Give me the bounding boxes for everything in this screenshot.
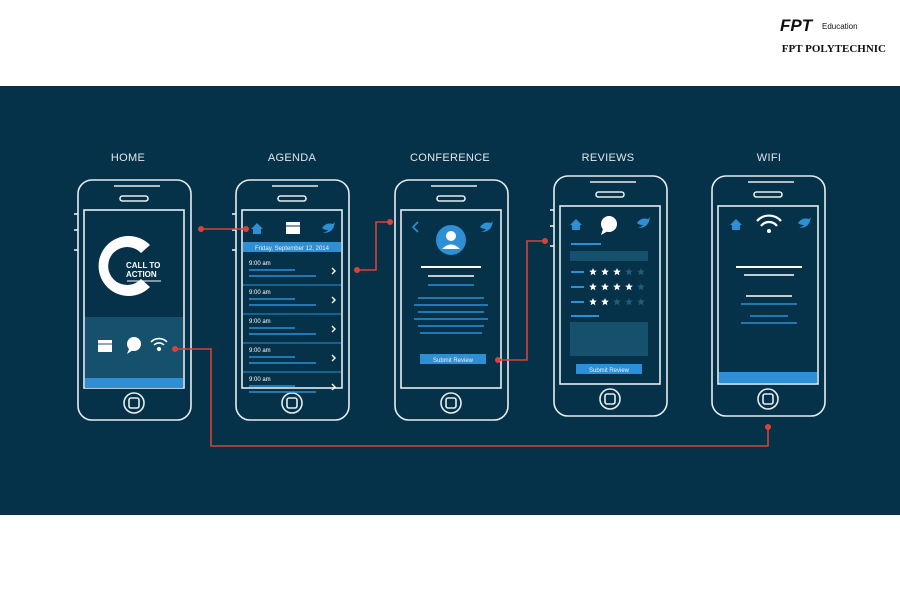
chevron-right-icon bbox=[331, 325, 336, 333]
phone-agenda bbox=[232, 179, 350, 421]
agenda-row[interactable]: 9:00 am bbox=[243, 348, 341, 373]
agenda-time: 9:00 am bbox=[249, 290, 271, 296]
reviews-submit-label: Submit Review bbox=[589, 368, 630, 374]
rating-row[interactable] bbox=[571, 283, 645, 291]
home-icon[interactable] bbox=[730, 219, 742, 230]
connector-home-wifi bbox=[175, 348, 769, 447]
flow-connectors bbox=[175, 221, 769, 447]
phone-home bbox=[74, 179, 192, 421]
chevron-right-icon bbox=[331, 267, 336, 275]
logo-text-line2: ACTION bbox=[126, 270, 157, 279]
logo-text-line1: CALL TO bbox=[126, 261, 160, 270]
screen-title-conference: CONFERENCE bbox=[409, 152, 490, 164]
agenda-row[interactable]: 9:00 am bbox=[243, 261, 341, 286]
call-to-action-logo-mark bbox=[98, 236, 150, 296]
calendar-icon[interactable] bbox=[286, 222, 300, 234]
chat-icon[interactable] bbox=[601, 216, 617, 235]
brand-block: FPT Education FPT POLYTECHNIC bbox=[756, 16, 886, 60]
phone-wifi bbox=[711, 175, 826, 417]
star-filled-icon[interactable] bbox=[589, 283, 597, 291]
screen-title-agenda: AGENDA bbox=[267, 152, 317, 164]
diagram-panel bbox=[0, 86, 900, 515]
agenda-row[interactable]: 9:00 am bbox=[243, 290, 341, 315]
connector-dots bbox=[172, 219, 771, 430]
back-icon[interactable] bbox=[411, 221, 419, 233]
twitter-icon[interactable] bbox=[637, 217, 650, 228]
star-empty-icon[interactable] bbox=[625, 268, 633, 276]
star-empty-icon[interactable] bbox=[625, 298, 633, 306]
fpt-logo: FPT bbox=[780, 16, 813, 35]
wifi-icon[interactable] bbox=[150, 337, 168, 352]
wifi-text-lines bbox=[736, 266, 802, 324]
profile-avatar-icon bbox=[436, 225, 466, 255]
agenda-date-bar bbox=[243, 242, 341, 252]
reviews-input-field[interactable] bbox=[570, 251, 648, 261]
home-bottom-bar bbox=[85, 378, 183, 388]
wifi-bottom-bar bbox=[719, 372, 817, 383]
chat-icon[interactable] bbox=[127, 337, 141, 354]
star-empty-icon[interactable] bbox=[637, 268, 645, 276]
agenda-time: 9:00 am bbox=[249, 319, 271, 325]
reviews-submit-review-button[interactable]: Submit Review bbox=[576, 364, 642, 374]
wifi-icon bbox=[756, 214, 782, 233]
star-empty-icon[interactable] bbox=[613, 298, 621, 306]
connector-conference-reviews bbox=[498, 240, 545, 361]
star-filled-icon[interactable] bbox=[613, 268, 621, 276]
star-filled-icon[interactable] bbox=[589, 298, 597, 306]
brand-subtitle: Education bbox=[822, 22, 858, 31]
rating-row[interactable] bbox=[571, 298, 645, 306]
star-empty-icon[interactable] bbox=[637, 298, 645, 306]
brand-name: FPT POLYTECHNIC bbox=[781, 43, 886, 55]
twitter-icon[interactable] bbox=[480, 221, 493, 232]
agenda-time: 9:00 am bbox=[249, 377, 271, 383]
agenda-row[interactable]: 9:00 am bbox=[243, 319, 341, 344]
home-icon[interactable] bbox=[570, 219, 582, 230]
conference-submit-label: Submit Review bbox=[433, 358, 474, 364]
star-filled-icon[interactable] bbox=[625, 283, 633, 291]
calendar-icon[interactable] bbox=[98, 340, 112, 352]
reviews-comment-box[interactable] bbox=[570, 322, 648, 356]
screen-title-reviews: REVIEWS bbox=[581, 152, 635, 164]
star-filled-icon[interactable] bbox=[601, 283, 609, 291]
connector-agenda-conference bbox=[357, 221, 390, 271]
agenda-row[interactable]: 9:00 am bbox=[249, 377, 336, 393]
star-filled-icon[interactable] bbox=[589, 268, 597, 276]
star-filled-icon[interactable] bbox=[613, 283, 621, 291]
twitter-icon[interactable] bbox=[322, 222, 335, 233]
star-filled-icon[interactable] bbox=[601, 268, 609, 276]
reviews-star-ratings bbox=[571, 268, 645, 306]
screen-title-home: HOME bbox=[110, 152, 146, 164]
home-icon[interactable] bbox=[251, 223, 263, 234]
agenda-time: 9:00 am bbox=[249, 261, 271, 267]
chevron-right-icon bbox=[331, 383, 336, 391]
phone-reviews bbox=[550, 175, 668, 417]
agenda-list: 9:00 am 9:00 am 9:00 am 9:00 am 9:00 am bbox=[243, 261, 341, 393]
star-empty-icon[interactable] bbox=[637, 283, 645, 291]
conference-submit-review-button[interactable]: Submit Review bbox=[420, 354, 486, 364]
star-filled-icon[interactable] bbox=[601, 298, 609, 306]
twitter-icon[interactable] bbox=[798, 217, 811, 228]
agenda-date: Friday, September 12, 2014 bbox=[255, 246, 330, 252]
chevron-right-icon bbox=[331, 296, 336, 304]
agenda-time: 9:00 am bbox=[249, 348, 271, 354]
chevron-right-icon bbox=[331, 354, 336, 362]
phone-conference bbox=[394, 179, 509, 421]
conference-text-lines bbox=[414, 266, 488, 334]
rating-row[interactable] bbox=[571, 268, 645, 276]
screen-title-wifi: WIFI bbox=[756, 152, 782, 164]
